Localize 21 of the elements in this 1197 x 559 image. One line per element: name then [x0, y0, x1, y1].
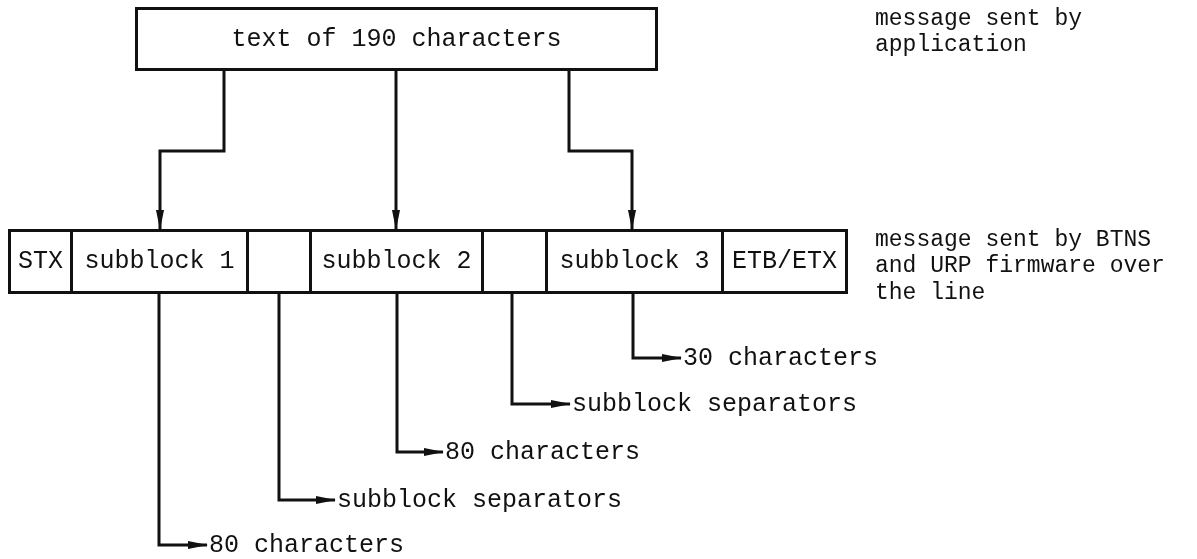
field-box: text of 190 characters — [135, 7, 658, 71]
annotation-text: 80 characters — [209, 528, 429, 559]
note-text: message sent by application — [875, 6, 1084, 59]
field-box: subblock 1 — [70, 229, 249, 294]
note-text: message sent by BTNS and URP firmware over the line — [875, 227, 1166, 307]
annotation-text: subblock separators — [337, 483, 657, 517]
leader-arrow — [395, 294, 444, 456]
arrow — [392, 71, 400, 230]
annotation-text: 30 characters — [683, 341, 903, 375]
field-box: subblock 3 — [545, 229, 724, 294]
leader-arrow — [277, 294, 336, 504]
leader-arrow — [157, 294, 208, 549]
annotation-text: subblock separators — [572, 387, 892, 421]
field-box: ETB/ETX — [721, 229, 848, 294]
arrow — [156, 71, 226, 230]
arrow — [567, 71, 636, 230]
annotation-text: 80 characters — [445, 435, 665, 469]
leader-arrow — [631, 294, 682, 362]
leader-arrow — [510, 294, 571, 408]
field-box: STX — [8, 229, 73, 294]
field-box: subblock 2 — [309, 229, 484, 294]
